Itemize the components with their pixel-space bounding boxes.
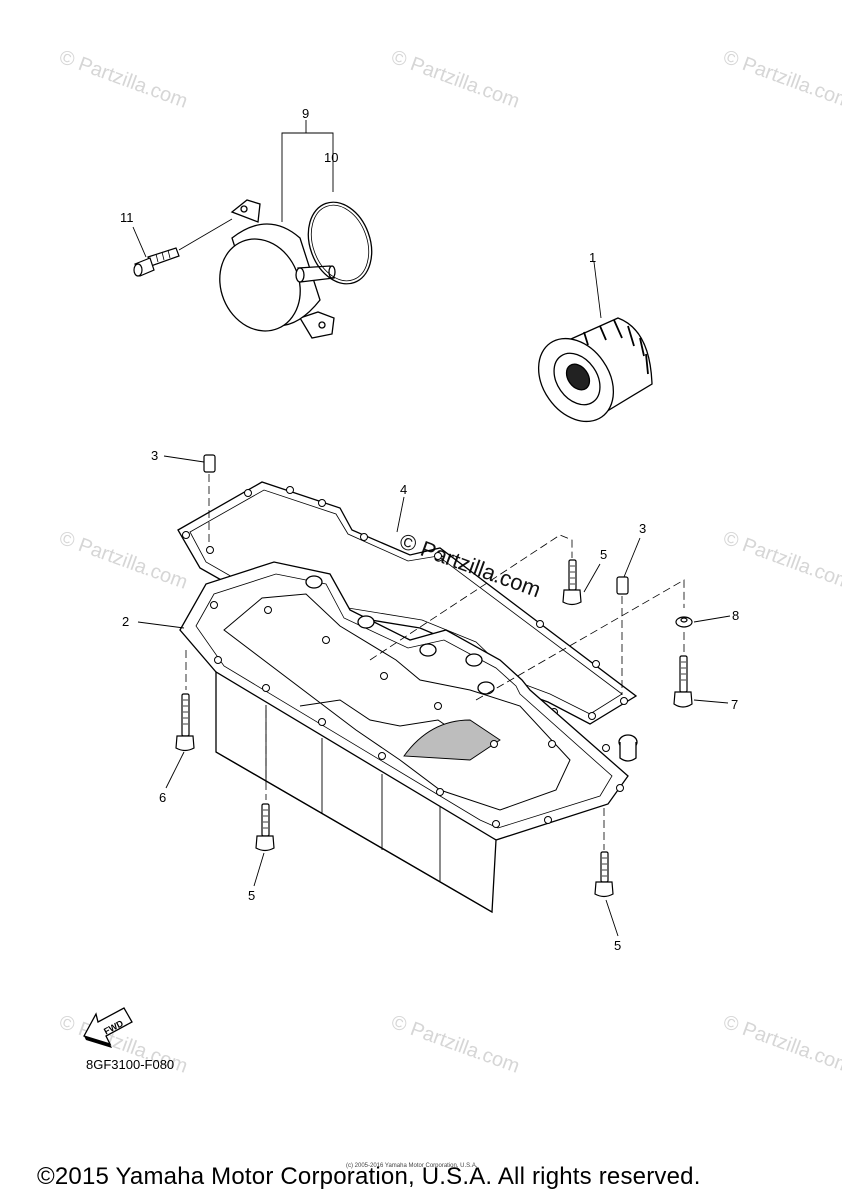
watermark: © Partzilla.com <box>56 527 190 594</box>
callout-3-right: 3 <box>639 521 646 536</box>
oil-filter <box>537 317 653 423</box>
callout-2: 2 <box>122 614 129 629</box>
callout-1: 1 <box>589 250 596 265</box>
bolt-5-upper-leader <box>583 563 601 593</box>
washer-8 <box>675 616 693 628</box>
bolt-6-leader <box>165 751 185 789</box>
watermark: © Partzilla.com <box>720 527 842 594</box>
gasket-leader <box>396 496 405 533</box>
bolt-5-lower-right <box>594 851 614 898</box>
oil-pan-holes <box>210 601 624 828</box>
bolt-6 <box>175 693 195 752</box>
callout-9: 9 <box>302 106 309 121</box>
oil-cooler <box>219 199 336 339</box>
bolt-5-lower-left-leader <box>253 852 265 887</box>
dowel-pin-right <box>616 576 629 595</box>
cooler-bolt <box>133 247 180 277</box>
tiny-copyright: (c) 2005-2016 Yamaha Motor Corporation, … <box>346 1163 478 1169</box>
callout-labels: 9 10 11 1 3 4 3 5 8 2 7 6 5 5 <box>120 106 739 953</box>
callout-5-lower-left: 5 <box>248 888 255 903</box>
callout-4: 4 <box>400 482 407 497</box>
dowel-leader-left <box>163 455 205 463</box>
bolt-7-leader <box>693 699 729 704</box>
callout-6: 6 <box>159 790 166 805</box>
callout-8: 8 <box>732 608 739 623</box>
bolt-5-upper <box>562 559 582 606</box>
washer-leader <box>693 615 731 623</box>
oil-pan <box>179 561 638 914</box>
watermark-center: © Partzilla.com <box>396 528 544 602</box>
dowel-pin-left <box>203 454 216 473</box>
watermark: © Partzilla.com <box>388 46 522 113</box>
copyright-notice: ©2015 Yamaha Motor Corporation, U.S.A. A… <box>37 1163 701 1190</box>
o-ring <box>307 201 373 285</box>
callout-11: 11 <box>120 210 134 225</box>
bolt-5-lower-left <box>255 803 275 852</box>
oil-pan-leader <box>137 621 185 629</box>
watermark: © Partzilla.com <box>720 1011 842 1078</box>
filter-leader <box>593 261 602 319</box>
callout-3-left: 3 <box>151 448 158 463</box>
part-code: 8GF3100-F080 <box>86 1057 175 1072</box>
callout-10: 10 <box>324 150 338 165</box>
callout-5-upper: 5 <box>600 547 607 562</box>
callout-lines-top <box>132 120 334 258</box>
bolt-5-lower-right-leader <box>605 899 619 937</box>
watermark: © Partzilla.com <box>720 46 842 113</box>
dowel-leader-right <box>623 537 641 578</box>
watermarks: © Partzilla.com © Partzilla.com © Partzi… <box>56 46 842 1078</box>
callout-7: 7 <box>731 697 738 712</box>
bolt-dash-line <box>178 218 233 251</box>
bolt-7 <box>673 655 693 708</box>
o-ring-inner <box>310 204 370 282</box>
watermark: © Partzilla.com <box>56 46 190 113</box>
watermark: © Partzilla.com <box>388 1011 522 1078</box>
callout-5-lower-right: 5 <box>614 938 621 953</box>
alignment-dash-lines <box>185 534 685 850</box>
